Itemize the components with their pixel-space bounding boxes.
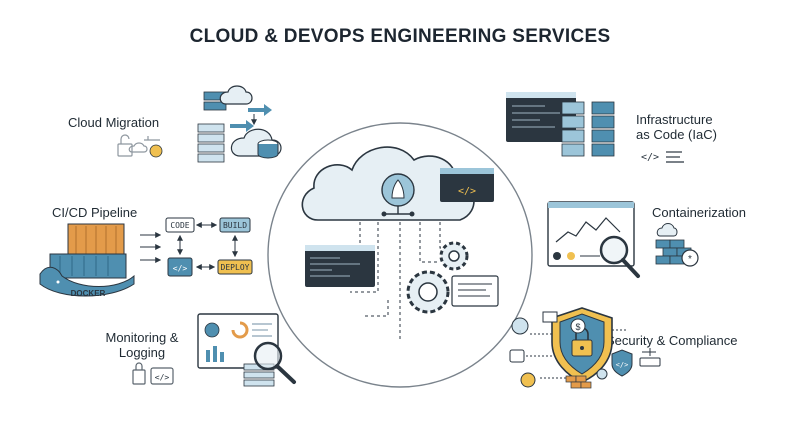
label-cloud-migration: Cloud Migration [68,115,160,130]
pipeline-build-label: BUILD [223,221,247,230]
label-monitoring-line1: Monitoring & [105,330,179,345]
document-list-icon [451,275,499,307]
central-circle [267,122,533,388]
monitoring-code-glyph: </> [155,373,170,382]
pipeline-code-glyph: </> [173,264,188,273]
svg-text:$: $ [575,322,580,332]
code-window-icon: </> [440,168,494,202]
security-icons: $ </> [509,307,661,389]
label-iac-line1: Infrastructure [636,112,713,127]
svg-text:*: * [688,254,692,265]
monitoring-dashboard-icon: </> [132,313,296,387]
iac-code-glyph: </> [641,152,659,163]
pipeline-code-label: CODE [170,221,189,230]
cloud-migration-icons [117,85,282,163]
page-title: CLOUD & DEVOPS ENGINEERING SERVICES [189,26,611,47]
label-monitoring-logging: Monitoring & Logging [96,330,188,360]
gear-small-icon [439,241,469,271]
ci-cd-pipeline-art: DOCKER CODE BUILD </> DEPLOY [39,217,253,298]
security-code-glyph: </> [616,361,629,369]
docker-label: DOCKER [71,289,106,298]
central-cloud-icon [301,146,475,221]
gear-large-icon [406,270,450,314]
label-monitoring-line2: Logging [118,345,166,360]
label-security-compliance: Security & Compliance [606,333,738,348]
label-containerization: Containerization [652,205,746,220]
label-iac-line2: as Code (IaC) [636,127,717,142]
containerization-icons: * [547,201,699,278]
label-iac: Infrastructure as Code (IaC) [636,112,717,142]
terminal-window-icon [305,245,375,287]
pipeline-deploy-label: DEPLOY [221,263,250,272]
iac-icons: </> [506,92,684,163]
code-glyph-cloud: </> [458,186,476,197]
label-ci-cd-pipeline: CI/CD Pipeline [52,205,138,220]
